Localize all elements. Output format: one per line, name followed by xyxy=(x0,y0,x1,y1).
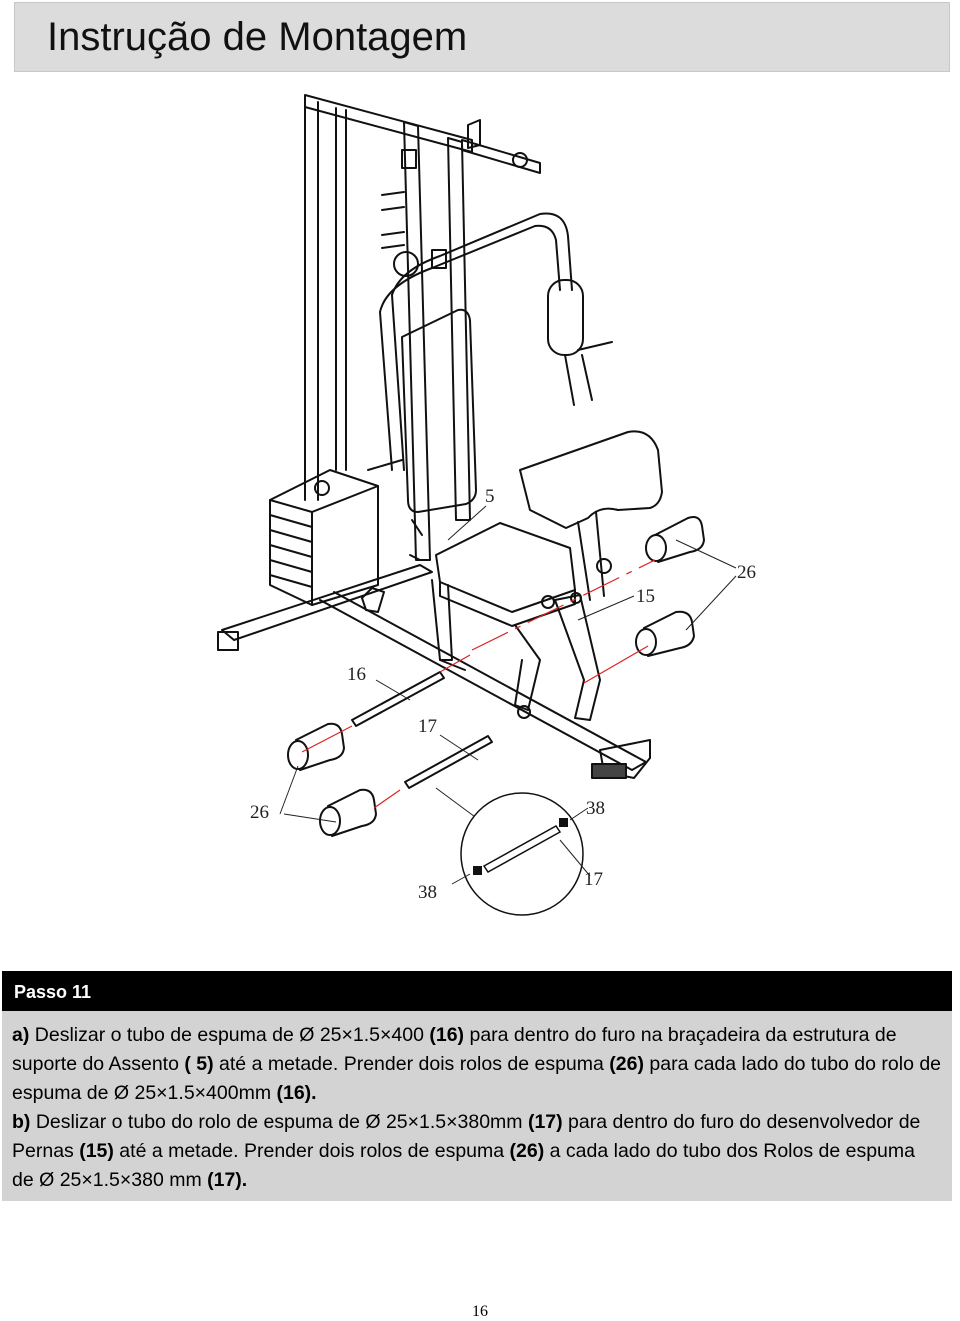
part-ref: ( 5) xyxy=(184,1053,214,1075)
preacher-pad xyxy=(519,430,663,529)
top-pulley xyxy=(512,152,528,168)
instruction-a-text: até a metade. Prender dois rolos de espu… xyxy=(213,1053,610,1075)
instruction-b-text: a cada lado do tubo dos Rolos de espuma … xyxy=(12,1140,915,1191)
part-ref: (16). xyxy=(276,1082,317,1104)
part-ref: (17). xyxy=(207,1169,248,1191)
roller-right-upper xyxy=(645,516,705,563)
guide-rod-right xyxy=(335,107,347,471)
callout-roller-left: 26 xyxy=(250,802,269,823)
step-instructions: a) Deslizar o tubo de espuma de Ø 25×1.5… xyxy=(2,1011,952,1201)
base-long-rail xyxy=(319,591,647,771)
seat-pad xyxy=(435,522,576,613)
page-title: Instrução de Montagem xyxy=(47,15,468,59)
instruction-b-text: até a metade. Prender dois rolos de espu… xyxy=(113,1140,510,1162)
home-gym-drawing: 5 26 15 16 17 26 38 38 17 xyxy=(217,94,756,916)
weight-stack xyxy=(269,469,379,606)
roller-left-upper xyxy=(287,722,345,771)
seat-post xyxy=(431,579,453,661)
top-arm-bar xyxy=(461,139,541,174)
step-header: Passo 11 xyxy=(2,971,952,1011)
part-ref: (26) xyxy=(509,1140,545,1162)
tube-17 xyxy=(404,735,493,789)
top-frame-beam xyxy=(304,94,473,153)
callout-roller-right: 26 xyxy=(737,562,756,583)
press-arm-frame xyxy=(391,212,573,296)
guide-rod-left xyxy=(304,99,319,501)
backrest-pad xyxy=(401,308,477,513)
roller-left-lower xyxy=(319,788,377,837)
callout-leg-developer: 15 xyxy=(636,586,655,607)
callout-tube-16: 16 xyxy=(347,664,366,685)
arm-pad xyxy=(547,279,584,356)
part-ref: (17) xyxy=(527,1111,563,1133)
part-ref: (16) xyxy=(429,1024,465,1046)
page-number: 16 xyxy=(472,1303,488,1320)
instruction-b-label: b) xyxy=(12,1111,31,1133)
base-front-rail xyxy=(221,564,433,641)
callout-detail-cap-right: 38 xyxy=(586,798,605,819)
part-ref: (15) xyxy=(79,1140,114,1162)
leader-lines xyxy=(279,505,737,829)
callout-detail-cap-left: 38 xyxy=(418,882,437,903)
instruction-a-text: para cada lado do tubo do rolo de espuma… xyxy=(12,1053,942,1104)
instruction-b-text: Deslizar o tubo do rolo de espuma de Ø 2… xyxy=(30,1111,528,1133)
instruction-a-text: Deslizar o tubo de espuma de Ø 25×1.5×40… xyxy=(29,1024,430,1046)
step-title: Passo 11 xyxy=(14,982,92,1002)
alignment-lines xyxy=(301,559,656,809)
instruction-a: a) Deslizar o tubo de espuma de Ø 25×1.5… xyxy=(12,1021,942,1108)
callout-seat: 5 xyxy=(485,486,495,507)
instruction-b-text: para dentro do furo do desenvolvedor de … xyxy=(12,1111,921,1162)
tube-16 xyxy=(351,671,445,727)
main-upright xyxy=(403,121,431,561)
instruction-a-label: a) xyxy=(12,1024,30,1046)
instruction-b: b) Deslizar o tubo do rolo de espuma de … xyxy=(12,1108,942,1195)
callout-tube-17: 17 xyxy=(418,716,437,737)
instruction-a-text: para dentro do furo na braçadeira da est… xyxy=(12,1024,897,1075)
assembly-diagram: 5 26 15 16 17 26 38 38 17 xyxy=(0,80,960,940)
roller-right-lower xyxy=(635,610,695,657)
detail-magnifier xyxy=(451,792,591,916)
page-title-bar: Instrução de Montagem xyxy=(14,2,950,72)
callout-detail-tube: 17 xyxy=(584,869,603,890)
part-ref: (26) xyxy=(609,1053,644,1075)
